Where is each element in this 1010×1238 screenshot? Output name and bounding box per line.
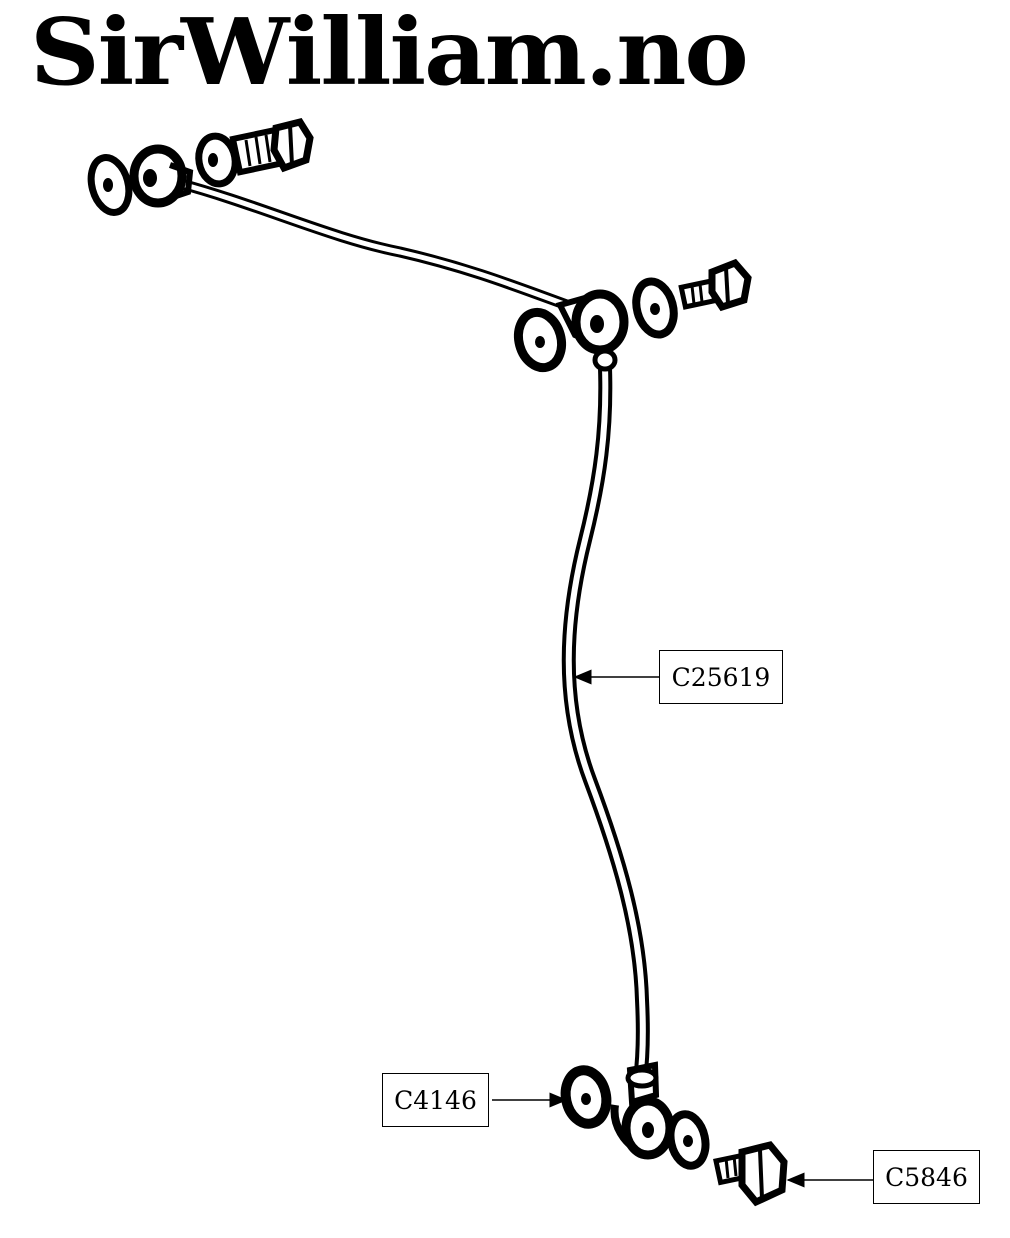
callout-c5846: C5846 bbox=[873, 1150, 980, 1204]
bottom-banjo bbox=[610, 1061, 675, 1160]
middle-bolt bbox=[678, 258, 752, 312]
callout-c25619: C25619 bbox=[659, 650, 783, 704]
bottom-bolt-c5846 bbox=[713, 1141, 788, 1207]
top-left-washer-inner bbox=[195, 132, 239, 188]
bottom-washer-right bbox=[666, 1110, 710, 1170]
middle-washer-left bbox=[513, 307, 567, 373]
middle-banjo bbox=[555, 289, 629, 372]
horizontal-pipe bbox=[172, 177, 581, 314]
top-left-banjo bbox=[129, 144, 194, 208]
bottom-washer-c4146 bbox=[560, 1065, 612, 1129]
callout-c4146: C4146 bbox=[382, 1073, 489, 1127]
vertical-pipe bbox=[561, 361, 650, 1087]
top-left-washer-outer bbox=[87, 154, 133, 216]
top-left-bolt bbox=[229, 117, 314, 176]
middle-washer-right bbox=[632, 277, 678, 339]
site-logo: SirWilliam.no bbox=[30, 0, 749, 106]
